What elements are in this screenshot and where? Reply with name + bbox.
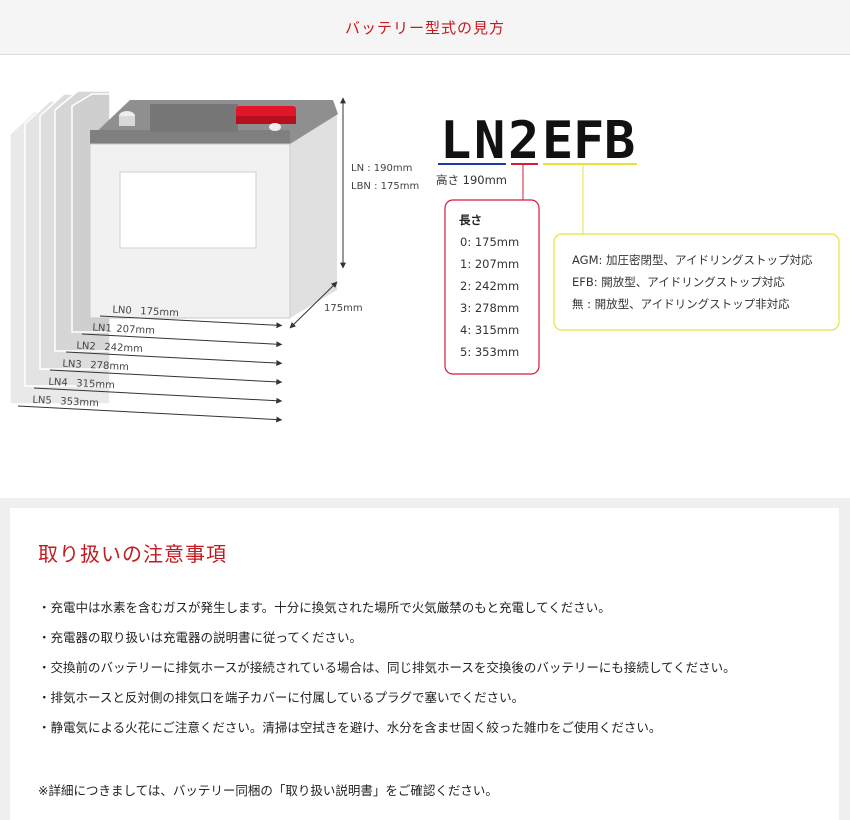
- battery-model-diagram: LN : 190mm LBN : 175mm 175mm LN0 175mm L…: [9, 90, 840, 423]
- length-row-ln2: LN2 242mm: [65, 341, 283, 367]
- battery-lid-strip: [90, 130, 290, 144]
- caution-item: ・充電器の取り扱いは充電器の説明書に従ってください。: [38, 630, 363, 645]
- terminal-post-positive: [269, 123, 281, 131]
- length-box-item-5: 5: 353mm: [460, 345, 519, 359]
- battery-illustration: [89, 100, 338, 319]
- terminal-cover-red-shadow: [236, 116, 296, 124]
- length-value-ln5: 353mm: [60, 396, 99, 409]
- model-code-char-3: 2: [508, 111, 539, 171]
- height-label-ln: LN : 190mm: [351, 163, 412, 174]
- height-dimension: LN : 190mm LBN : 175mm: [340, 97, 419, 269]
- caution-note: ※詳細につきましては、バッテリー同梱の「取り扱い説明書」をご確認ください。: [38, 783, 498, 798]
- length-code-box: 長さ 0: 175mm 1: 207mm 2: 242mm 3: 278mm 4…: [444, 199, 540, 375]
- battery-label-area: [119, 171, 257, 249]
- length-code-ln3: LN3: [62, 359, 82, 371]
- length-row-ln4: LN4 315mm: [33, 377, 283, 404]
- length-box-item-2: 2: 242mm: [460, 279, 519, 293]
- model-code-char-1: L: [440, 111, 471, 171]
- length-box-item-3: 3: 278mm: [460, 301, 519, 315]
- height-label-lbn: LBN : 175mm: [351, 181, 419, 192]
- length-row-ln0: LN0 175mm: [99, 305, 283, 329]
- length-box-item-0: 0: 175mm: [460, 235, 519, 249]
- length-box-title: 長さ: [459, 213, 482, 227]
- length-code-ln2: LN2: [76, 341, 96, 353]
- caution-item: ・充電中は水素を含むガスが発生します。十分に換気された場所で火気厳禁のもと充電し…: [38, 600, 611, 615]
- type-box-item-efb: EFB: 開放型、アイドリングストップ対応: [572, 275, 785, 289]
- battery-lid-box: [150, 104, 238, 132]
- length-code-ln0: LN0: [112, 305, 132, 317]
- width-label: 175mm: [324, 303, 363, 314]
- model-code-char-5: F: [573, 111, 604, 171]
- caution-list: ・充電中は水素を含むガスが発生します。十分に換気された場所で火気厳禁のもと充電し…: [38, 600, 736, 750]
- caution-item: ・静電気による火花にご注意ください。清掃は空拭きを避け、水分を含ませ固く絞った雑…: [38, 720, 662, 735]
- length-value-ln3: 278mm: [90, 360, 129, 373]
- length-value-ln0: 175mm: [140, 306, 179, 319]
- length-value-ln2: 242mm: [104, 342, 143, 355]
- height-note: 高さ 190mm: [436, 173, 507, 187]
- page-title: バッテリー型式の見方: [344, 18, 505, 37]
- width-dimension: 175mm: [289, 281, 363, 329]
- page-header: バッテリー型式の見方: [0, 0, 850, 55]
- caution-section: 取り扱いの注意事項 ・充電中は水素を含むガスが発生します。十分に換気された場所で…: [0, 498, 850, 820]
- model-code-char-2: N: [474, 111, 505, 171]
- type-box-item-none: 無 : 開放型、アイドリングストップ非対応: [572, 297, 790, 311]
- length-dimensions: LN0 175mm LN1 207mm LN2 242mm LN3 278mm …: [17, 305, 283, 423]
- type-box-item-agm: AGM: 加圧密閉型、アイドリングストップ対応: [572, 253, 813, 267]
- length-row-ln1: LN1 207mm: [81, 323, 283, 348]
- length-row-ln3: LN3 278mm: [49, 359, 283, 385]
- length-code-ln5: LN5: [32, 395, 52, 407]
- caution-item: ・交換前のバッテリーに排気ホースが接続されている場合は、同じ排気ホースを交換後の…: [38, 660, 736, 675]
- caution-panel: 取り扱いの注意事項 ・充電中は水素を含むガスが発生します。十分に換気された場所で…: [10, 508, 839, 820]
- caution-title: 取り扱いの注意事項: [38, 542, 227, 566]
- length-box-item-1: 1: 207mm: [460, 257, 519, 271]
- length-box-item-4: 4: 315mm: [460, 323, 519, 337]
- length-value-ln1: 207mm: [116, 324, 155, 337]
- battery-right-side: [290, 114, 337, 318]
- caution-item: ・排気ホースと反対側の排気口を端子カバーに付属しているプラグで塞いでください。: [38, 690, 525, 705]
- model-code-char-4: E: [542, 111, 573, 171]
- terminal-post-negative-body: [119, 116, 135, 126]
- length-value-ln4: 315mm: [76, 378, 115, 391]
- model-code-char-6: B: [604, 111, 635, 171]
- length-code-ln4: LN4: [48, 377, 68, 389]
- type-code-box: AGM: 加圧密閉型、アイドリングストップ対応 EFB: 開放型、アイドリングス…: [553, 233, 840, 331]
- length-row-ln5: LN5 353mm: [17, 395, 283, 423]
- length-code-ln1: LN1: [92, 323, 112, 335]
- model-code: L N 2 E F B 高さ 190mm 長さ 0: 175mm 1: 207m…: [436, 111, 840, 375]
